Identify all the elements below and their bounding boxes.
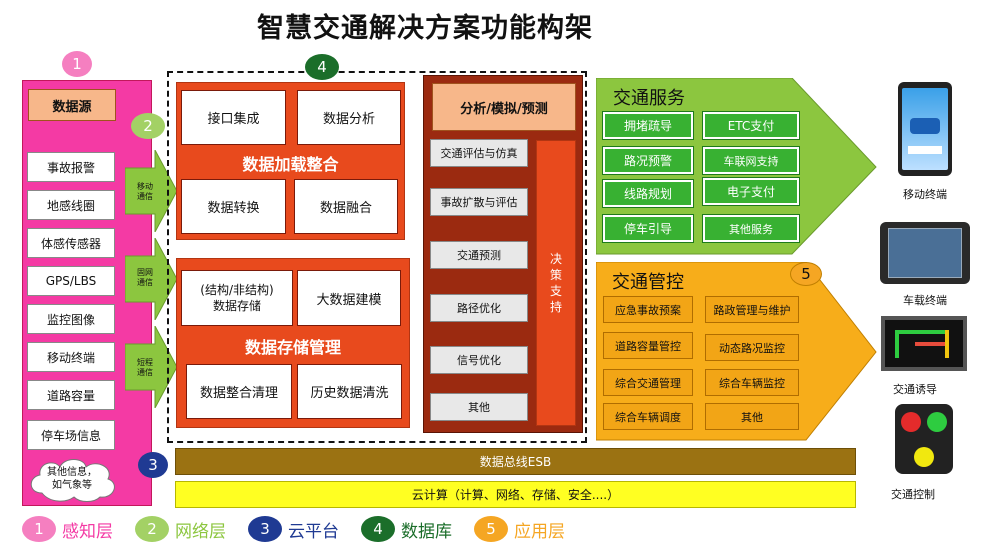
service-item: ETC支付 bbox=[703, 112, 799, 139]
mobile-network-arrow-icon bbox=[125, 150, 177, 232]
traffic-control-title: 交通管控 bbox=[612, 272, 684, 293]
other-info-cloud-icon bbox=[30, 459, 115, 502]
control-item: 路政管理与维护 bbox=[705, 296, 799, 323]
data-loading-item: 数据融合 bbox=[294, 179, 398, 234]
legend-label: 应用层 bbox=[514, 521, 565, 542]
legend-item: 1 感知层 bbox=[22, 516, 113, 542]
sense-item: 停车场信息 bbox=[27, 420, 115, 450]
data-storage-item: 大数据建模 bbox=[297, 270, 401, 326]
fixed-network-arrow-icon bbox=[125, 238, 177, 320]
analysis-item: 交通评估与仿真 bbox=[430, 139, 528, 167]
control-item: 动态路况监控 bbox=[705, 334, 799, 361]
control-item: 道路容量管控 bbox=[603, 332, 693, 359]
legend: 1 感知层 2 网络层 3 云平台 4 数据库 5 应用层 bbox=[22, 512, 702, 546]
service-item: 车联网支持 bbox=[703, 147, 799, 174]
short-range-arrow-icon bbox=[125, 326, 177, 408]
legend-item: 4 数据库 bbox=[361, 516, 452, 542]
legend-item: 2 网络层 bbox=[135, 516, 226, 542]
legend-label: 网络层 bbox=[175, 521, 226, 542]
layer-badge-2: 2 bbox=[131, 113, 165, 139]
analysis-item: 其他 bbox=[430, 393, 528, 421]
control-item: 综合交通管理 bbox=[603, 369, 693, 396]
database-boundary bbox=[167, 71, 587, 443]
mobile-terminal-icon bbox=[898, 82, 952, 176]
network-label-mobile: 移动 通信 bbox=[137, 182, 153, 201]
service-item: 线路规划 bbox=[603, 180, 693, 207]
network-label-fixed: 固网 通信 bbox=[137, 268, 153, 287]
data-storage-title: 数据存储管理 bbox=[244, 338, 341, 357]
device-label: 车载终端 bbox=[903, 294, 947, 307]
sense-item: 地感线圈 bbox=[27, 190, 115, 220]
service-item: 电子支付 bbox=[703, 178, 799, 205]
analysis-item: 路径优化 bbox=[430, 294, 528, 322]
sense-item: 体感传感器 bbox=[27, 228, 115, 258]
legend-badge: 5 bbox=[474, 516, 508, 542]
decision-support-column: 决 策 支 持 bbox=[536, 140, 576, 426]
sense-item: GPS/LBS bbox=[27, 266, 115, 296]
service-item: 拥堵疏导 bbox=[603, 112, 693, 139]
legend-label: 云平台 bbox=[288, 521, 339, 542]
page-title: 智慧交通解决方案功能构架 bbox=[257, 13, 593, 44]
control-item: 应急事故预案 bbox=[603, 296, 693, 323]
legend-label: 数据库 bbox=[401, 521, 452, 542]
service-item: 路况预警 bbox=[603, 147, 693, 174]
device-label: 移动终端 bbox=[903, 188, 947, 201]
control-item: 综合车辆调度 bbox=[603, 403, 693, 430]
data-loading-title: 数据加载整合 bbox=[242, 155, 339, 174]
sense-item: 移动终端 bbox=[27, 342, 115, 372]
legend-label: 感知层 bbox=[62, 521, 113, 542]
data-storage-item: 历史数据清洗 bbox=[297, 364, 402, 419]
legend-badge: 3 bbox=[248, 516, 282, 542]
car-terminal-icon bbox=[880, 222, 970, 284]
legend-badge: 4 bbox=[361, 516, 395, 542]
legend-badge: 2 bbox=[135, 516, 169, 542]
device-label: 交通控制 bbox=[891, 488, 935, 501]
legend-badge: 1 bbox=[22, 516, 56, 542]
data-loading-item: 数据分析 bbox=[297, 90, 401, 145]
network-label-short: 短程 通信 bbox=[137, 358, 153, 377]
device-label: 交通诱导 bbox=[893, 383, 937, 396]
layer-badge-1: 1 bbox=[62, 51, 92, 77]
control-item: 其他 bbox=[705, 403, 799, 430]
sense-item: 事故报警 bbox=[27, 152, 115, 182]
sense-item: 监控图像 bbox=[27, 304, 115, 334]
analysis-item: 信号优化 bbox=[430, 346, 528, 374]
layer-badge-4: 4 bbox=[305, 54, 339, 80]
layer-badge-3: 3 bbox=[138, 452, 168, 478]
sense-item: 道路容量 bbox=[27, 380, 115, 410]
cloud-computing-bar: 云计算（计算、网络、存储、安全....） bbox=[175, 481, 856, 508]
data-loading-item: 数据转换 bbox=[181, 179, 286, 234]
legend-item: 5 应用层 bbox=[474, 516, 565, 542]
analysis-header: 分析/模拟/预测 bbox=[432, 83, 576, 131]
legend-item: 3 云平台 bbox=[248, 516, 339, 542]
analysis-item: 交通预测 bbox=[430, 241, 528, 269]
traffic-guidance-icon bbox=[881, 316, 967, 371]
traffic-light-icon bbox=[895, 404, 953, 474]
data-bus-esb: 数据总线ESB bbox=[175, 448, 856, 475]
service-item: 其他服务 bbox=[703, 215, 799, 242]
data-loading-item: 接口集成 bbox=[181, 90, 286, 145]
service-item: 停车引导 bbox=[603, 215, 693, 242]
traffic-service-title: 交通服务 bbox=[613, 88, 685, 109]
data-source-header: 数据源 bbox=[28, 89, 116, 121]
analysis-item: 事故扩散与评估 bbox=[430, 188, 528, 216]
data-storage-item: (结构/非结构) 数据存储 bbox=[181, 270, 293, 326]
other-info-label: 其他信息， 如气象等 bbox=[47, 467, 97, 491]
layer-badge-5: 5 bbox=[790, 262, 822, 286]
control-item: 综合车辆监控 bbox=[705, 369, 799, 396]
data-storage-item: 数据整合清理 bbox=[186, 364, 292, 419]
